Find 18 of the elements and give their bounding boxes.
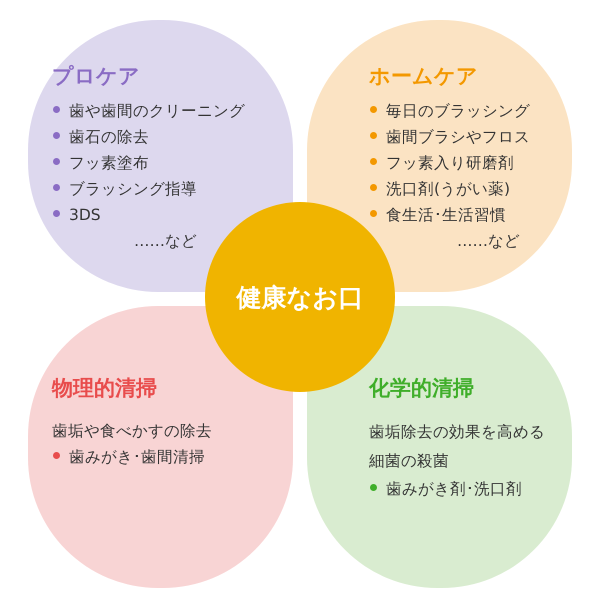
bullet-item: 歯みがき剤･洗口剤	[386, 480, 522, 498]
bullet-item: 3DS	[69, 206, 101, 224]
bullet-item: 歯や歯間のクリーニング	[69, 102, 245, 120]
bullet-item: 毎日のブラッシング	[386, 102, 530, 120]
bullet-item: フッ素塗布	[69, 154, 149, 172]
description-text: 歯垢や食べかすの除去	[52, 421, 212, 442]
heading: 物理的清掃	[52, 375, 157, 402]
bullet-item: ブラッシング指導	[69, 180, 197, 198]
bullet-item: 洗口剤(うがい薬)	[386, 180, 510, 198]
bullet-item: 歯間ブラシやフロス	[386, 128, 530, 146]
etc-text: ……など	[134, 231, 197, 252]
description-text: 歯垢除去の効果を高める細菌の殺菌	[369, 422, 546, 472]
bullet-item: 歯みがき･歯間清掃	[69, 448, 205, 466]
heading: プロケア	[52, 63, 140, 90]
heading: ホームケア	[369, 63, 478, 90]
etc-text: ……など	[457, 231, 520, 252]
bullet-item: フッ素入り研磨剤	[386, 154, 514, 172]
bullet-item: 歯石の除去	[69, 128, 149, 146]
